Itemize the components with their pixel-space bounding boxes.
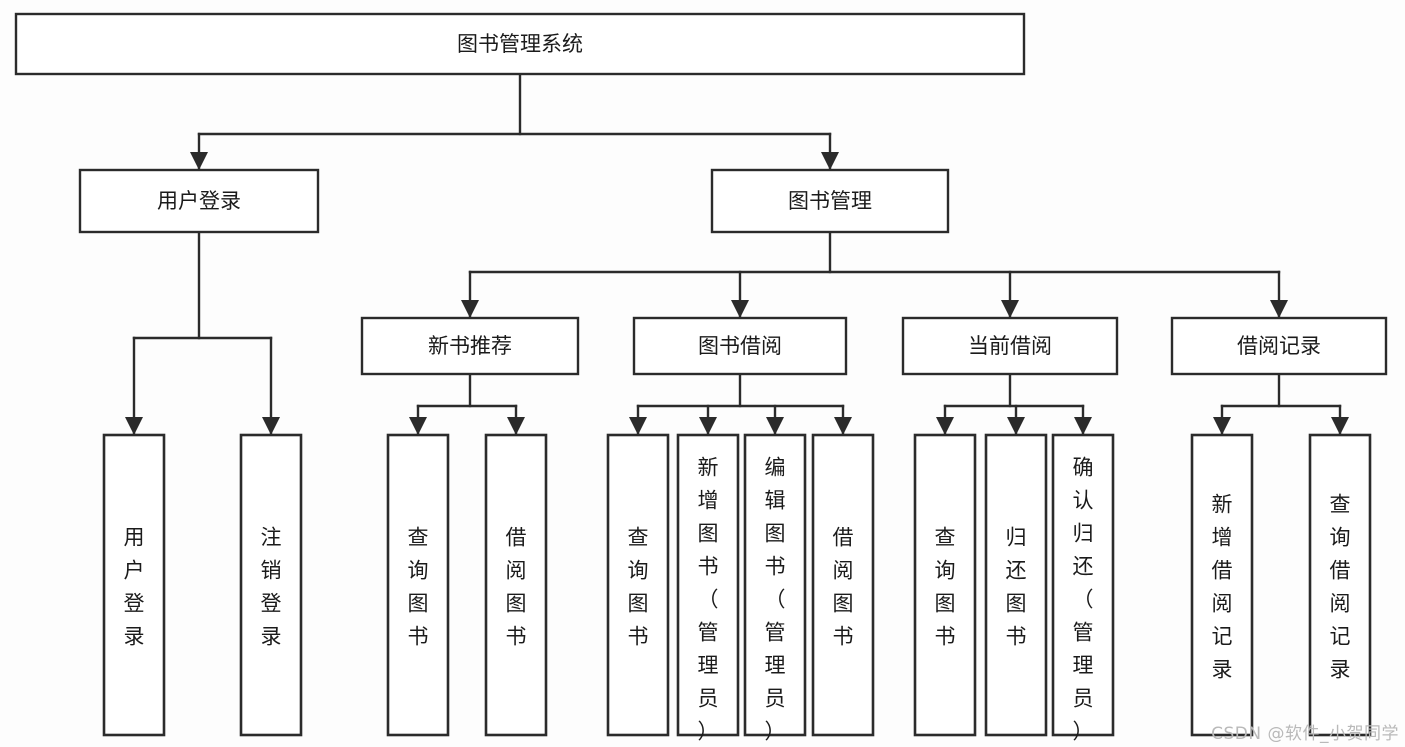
- node-nbr-query-book[interactable]: 查询图书: [386, 433, 450, 737]
- node-box-bb-edit-book[interactable]: [743, 433, 807, 737]
- node-label-bb-query-book: 查询图书: [628, 526, 649, 649]
- arrow-head-icon: [834, 417, 852, 435]
- csdn-watermark: CSDN @软件_小贺同学: [1211, 724, 1399, 744]
- node-label-book-borrow: 图书借阅: [698, 334, 782, 358]
- node-borrow-record[interactable]: 借阅记录: [1170, 316, 1388, 376]
- node-box-user-logout[interactable]: [239, 433, 303, 737]
- node-box-book-manage[interactable]: [710, 168, 950, 234]
- node-label-nbr-borrow-book: 借阅图书: [506, 526, 527, 649]
- node-box-br-query-record[interactable]: [1308, 433, 1372, 737]
- arrow-head-icon: [507, 417, 525, 435]
- node-label-cb-confirm-return: 确认归还（管理员）: [1073, 456, 1094, 744]
- node-bb-add-book[interactable]: 新增图书（管理员）: [676, 433, 740, 744]
- arrow-head-icon: [821, 152, 839, 170]
- node-label-br-query-record: 查询借阅记录: [1330, 493, 1351, 682]
- arrow-head-icon: [461, 300, 479, 318]
- node-box-bb-query-book[interactable]: [606, 433, 670, 737]
- arrow-head-icon: [1074, 417, 1092, 435]
- node-book-manage[interactable]: 图书管理: [710, 168, 950, 234]
- node-box-nbr-query-book[interactable]: [386, 433, 450, 737]
- node-new-book-recommend[interactable]: 新书推荐: [360, 316, 580, 376]
- arrow-head-icon: [409, 417, 427, 435]
- node-box-current-borrow[interactable]: [901, 316, 1119, 376]
- node-box-user-login[interactable]: [78, 168, 320, 234]
- node-label-user-logout: 注销登录: [261, 526, 282, 649]
- arrow-head-icon: [1001, 300, 1019, 318]
- arrow-head-icon: [125, 417, 143, 435]
- arrow-head-icon: [190, 152, 208, 170]
- node-bb-query-book[interactable]: 查询图书: [606, 433, 670, 737]
- node-book-borrow[interactable]: 图书借阅: [632, 316, 848, 376]
- node-box-root[interactable]: [14, 12, 1026, 76]
- arrow-head-icon: [1007, 417, 1025, 435]
- node-cb-confirm-return[interactable]: 确认归还（管理员）: [1051, 433, 1115, 744]
- node-label-bb-borrow-book: 借阅图书: [833, 526, 854, 649]
- node-cb-query-book[interactable]: 查询图书: [913, 433, 977, 737]
- node-nbr-borrow-book[interactable]: 借阅图书: [484, 433, 548, 737]
- node-label-current-borrow: 当前借阅: [968, 334, 1052, 358]
- node-user-logout[interactable]: 注销登录: [239, 433, 303, 737]
- node-box-borrow-record[interactable]: [1170, 316, 1388, 376]
- nodes-layer: 图书管理系统用户登录用户登录注销登录图书管理新书推荐查询图书借阅图书图书借阅查询…: [14, 12, 1388, 744]
- node-label-br-add-record: 新增借阅记录: [1212, 493, 1233, 682]
- arrow-head-icon: [1331, 417, 1349, 435]
- node-box-user-login-do[interactable]: [102, 433, 166, 737]
- node-user-login[interactable]: 用户登录: [78, 168, 320, 234]
- node-label-user-login: 用户登录: [157, 189, 241, 213]
- node-box-bb-borrow-book[interactable]: [811, 433, 875, 737]
- arrow-head-icon: [936, 417, 954, 435]
- node-current-borrow[interactable]: 当前借阅: [901, 316, 1119, 376]
- node-label-borrow-record: 借阅记录: [1237, 334, 1321, 358]
- node-br-query-record[interactable]: 查询借阅记录: [1308, 433, 1372, 737]
- arrow-head-icon: [1213, 417, 1231, 435]
- node-box-cb-return-book[interactable]: [984, 433, 1048, 737]
- node-label-bb-edit-book: 编辑图书（管理员）: [765, 456, 786, 744]
- node-box-cb-query-book[interactable]: [913, 433, 977, 737]
- node-label-nbr-query-book: 查询图书: [408, 526, 429, 649]
- node-label-book-manage: 图书管理: [788, 189, 872, 213]
- node-box-new-book-recommend[interactable]: [360, 316, 580, 376]
- arrow-head-icon: [262, 417, 280, 435]
- arrow-head-icon: [766, 417, 784, 435]
- arrow-head-icon: [629, 417, 647, 435]
- arrow-head-icon: [699, 417, 717, 435]
- arrow-head-icon: [731, 300, 749, 318]
- node-label-user-login-do: 用户登录: [124, 526, 145, 649]
- node-bb-borrow-book[interactable]: 借阅图书: [811, 433, 875, 737]
- node-box-br-add-record[interactable]: [1190, 433, 1254, 737]
- node-bb-edit-book[interactable]: 编辑图书（管理员）: [743, 433, 807, 744]
- node-label-cb-query-book: 查询图书: [935, 526, 956, 649]
- node-cb-return-book[interactable]: 归还图书: [984, 433, 1048, 737]
- node-box-nbr-borrow-book[interactable]: [484, 433, 548, 737]
- node-root[interactable]: 图书管理系统: [14, 12, 1026, 76]
- node-box-book-borrow[interactable]: [632, 316, 848, 376]
- node-label-root: 图书管理系统: [457, 32, 583, 56]
- node-br-add-record[interactable]: 新增借阅记录: [1190, 433, 1254, 737]
- connector-lines-layer: [125, 72, 1349, 436]
- node-label-bb-add-book: 新增图书（管理员）: [698, 456, 719, 744]
- node-user-login-do[interactable]: 用户登录: [102, 433, 166, 737]
- arrow-head-icon: [1270, 300, 1288, 318]
- node-label-new-book-recommend: 新书推荐: [428, 334, 512, 358]
- node-box-bb-add-book[interactable]: [676, 433, 740, 737]
- node-box-cb-confirm-return[interactable]: [1051, 433, 1115, 737]
- node-label-cb-return-book: 归还图书: [1006, 526, 1027, 649]
